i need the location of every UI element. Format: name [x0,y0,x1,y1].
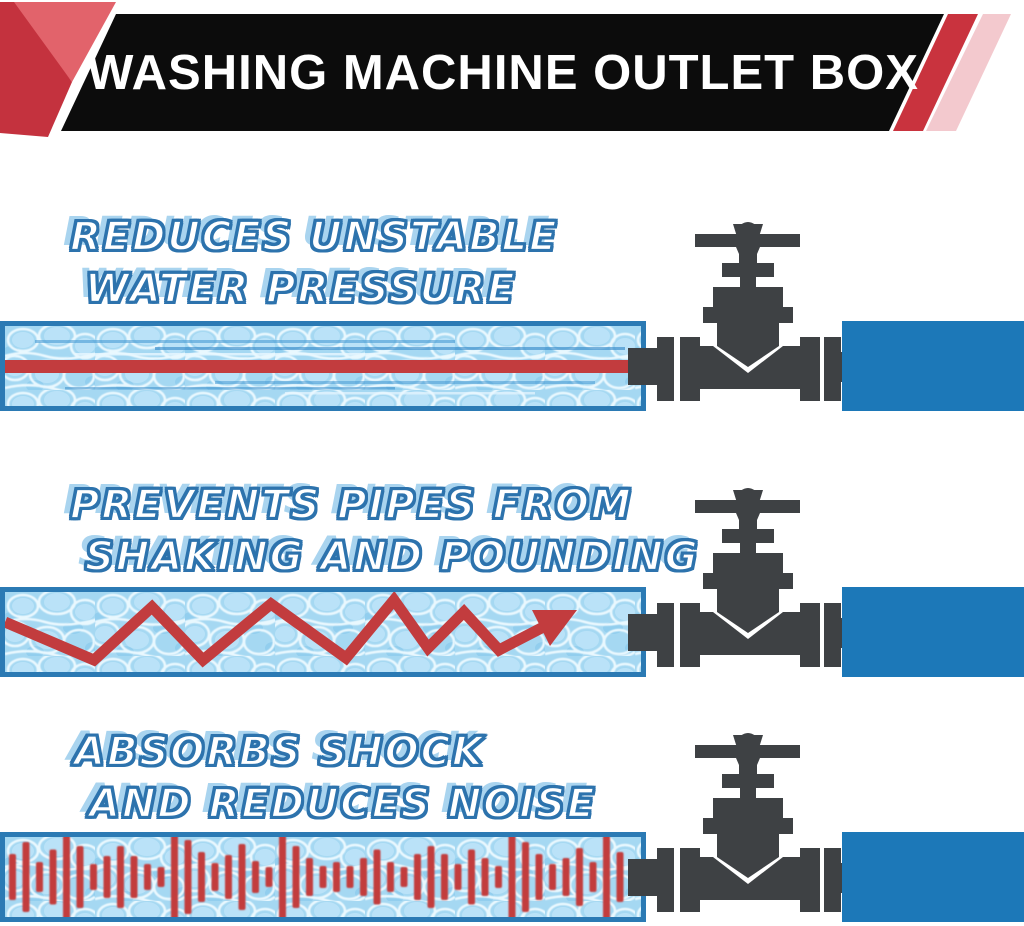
section2-heading-line2: SHAKING AND POUNDING [84,533,700,581]
valve-icon [610,731,853,913]
right-accent-pink-stripe [926,14,1011,131]
water-pipe-graphic-2 [0,587,646,677]
right-accent-red-stripe [893,14,978,131]
section1-heading-line1: REDUCES UNSTABLE [69,213,559,261]
left-accent-light-triangle [10,2,116,82]
header-banner: WASHING MACHINE OUTLET BOX [0,0,1024,150]
section3-heading-line2: AND REDUCES NOISE [88,780,597,828]
banner-graphic [0,2,1011,137]
zigzag-arrowhead [532,610,577,646]
water-pipe-graphic-1 [0,321,646,411]
outlet-pipe [842,832,1024,922]
outlet-pipe [842,321,1024,411]
valve-icon [610,486,853,668]
soundwave-bars [9,837,637,917]
outlet-pipe [842,587,1024,677]
section3-heading: ABSORBS SHOCK AND REDUCES NOISE [73,726,597,830]
section1-heading-line2: WATER PRESSURE [84,265,517,313]
page-title: WASHING MACHINE OUTLET BOX [87,45,919,100]
section2-heading: PREVENTS PIPES FROM SHAKING AND POUNDING [69,479,700,583]
zigzag-arrow-line [5,592,556,668]
section2-heading-line1: PREVENTS PIPES FROM [69,481,633,529]
flow-streaks [35,340,625,395]
banner-black-ribbon [61,14,944,131]
valve-icon [610,220,853,402]
section1-heading: REDUCES UNSTABLE WATER PRESSURE [69,211,559,315]
section3-heading-line1: ABSORBS SHOCK [73,728,485,776]
pressure-line [5,360,641,373]
water-pipe-graphic-3 [0,832,646,922]
left-accent-dark-shape [0,2,72,137]
